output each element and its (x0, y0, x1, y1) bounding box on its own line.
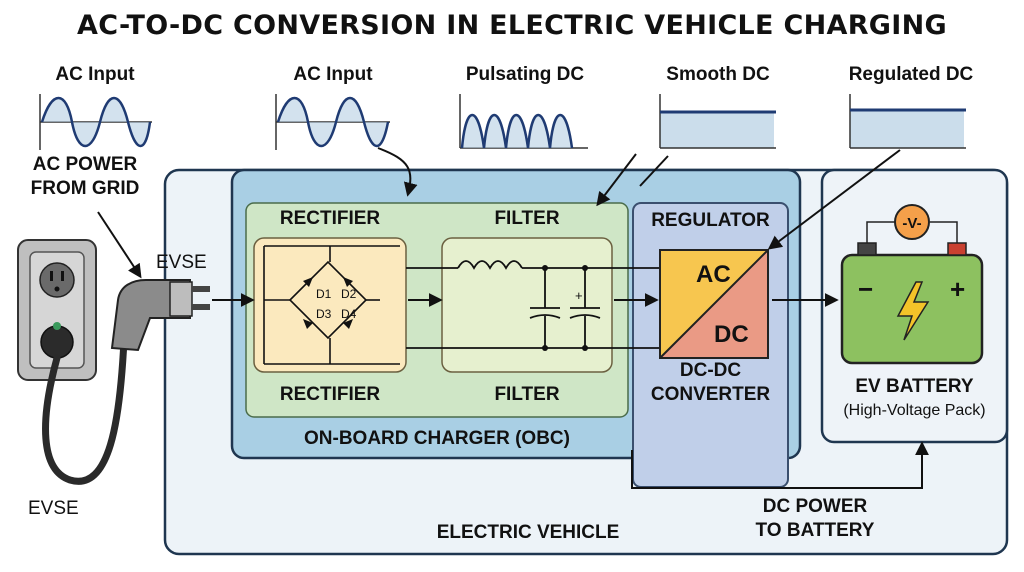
diode-symbols (303, 277, 353, 329)
wave-label-regulated-dc: Regulated DC (848, 64, 974, 85)
wave-label-smooth-dc: Smooth DC (666, 64, 770, 85)
battery-label-line2: (High-Voltage Pack) (843, 402, 986, 419)
converter-label-line1: DC-DC (679, 360, 742, 381)
arrow-smooth-to-obc-edge (639, 155, 669, 187)
converter-ac-label: AC (696, 261, 731, 288)
grid-label-line1: AC POWER (32, 154, 138, 175)
wave-ac-input-2 (275, 94, 390, 150)
grid-label-line2: FROM GRID (30, 178, 140, 199)
battery-minus: − (858, 274, 873, 304)
page-title: AC-TO-DC CONVERSION IN ELECTRIC VEHICLE … (77, 10, 947, 41)
wave-ac-input-1 (39, 94, 152, 150)
bus-nodes (542, 265, 588, 351)
converter-dc-label: DC (714, 321, 749, 348)
evse-cable (42, 336, 128, 485)
evse-label-top: EVSE (156, 252, 207, 273)
arrow-smooth-to-regulator (767, 149, 901, 250)
capacitor-plus: + (575, 288, 583, 303)
wave-label-pulsating-dc: Pulsating DC (465, 64, 585, 85)
wave-pulsating-dc (459, 94, 588, 149)
wave-smooth-dc (659, 94, 776, 149)
filter-header: FILTER (494, 208, 560, 229)
regulator-header: REGULATOR (651, 210, 770, 231)
filter-footer: FILTER (494, 384, 560, 405)
vehicle-label: ELECTRIC VEHICLE (436, 522, 620, 543)
obc-label: ON-BOARD CHARGER (OBC) (304, 428, 570, 449)
diode-bridge (263, 245, 400, 365)
diode-d4: D4 (341, 307, 357, 321)
battery-plus: + (950, 274, 965, 304)
converter-label-line2: CONVERTER (650, 384, 771, 405)
wave-regulated-dc (849, 94, 966, 149)
diode-d3: D3 (316, 307, 332, 321)
diode-d1: D1 (316, 287, 332, 301)
rectifier-header: RECTIFIER (279, 208, 381, 229)
arrow-pulsating-to-obc (596, 153, 637, 207)
diode-d2: D2 (341, 287, 357, 301)
evse-label-bottom: EVSE (28, 498, 79, 519)
arrow-grid-to-plug (97, 211, 142, 279)
arrow-dc-power-to-battery (631, 441, 929, 489)
wave-label-ac-input-2: AC Input (293, 64, 373, 85)
evse-plug-icon (110, 279, 210, 352)
dc-power-label-line2: TO BATTERY (755, 520, 875, 541)
battery-label-line1: EV BATTERY (855, 376, 974, 397)
filter-block (441, 237, 613, 373)
dc-power-label-line1: DC POWER (762, 496, 868, 517)
rectifier-footer: RECTIFIER (279, 384, 381, 405)
battery-icon (840, 204, 984, 365)
wave-label-ac-input-1: AC Input (55, 64, 135, 85)
voltmeter-label: -V- (902, 215, 921, 232)
arrow-ac-wave-to-obc (377, 147, 418, 197)
ac-dc-converter-icon (659, 249, 769, 359)
wall-outlet-icon (17, 239, 97, 381)
